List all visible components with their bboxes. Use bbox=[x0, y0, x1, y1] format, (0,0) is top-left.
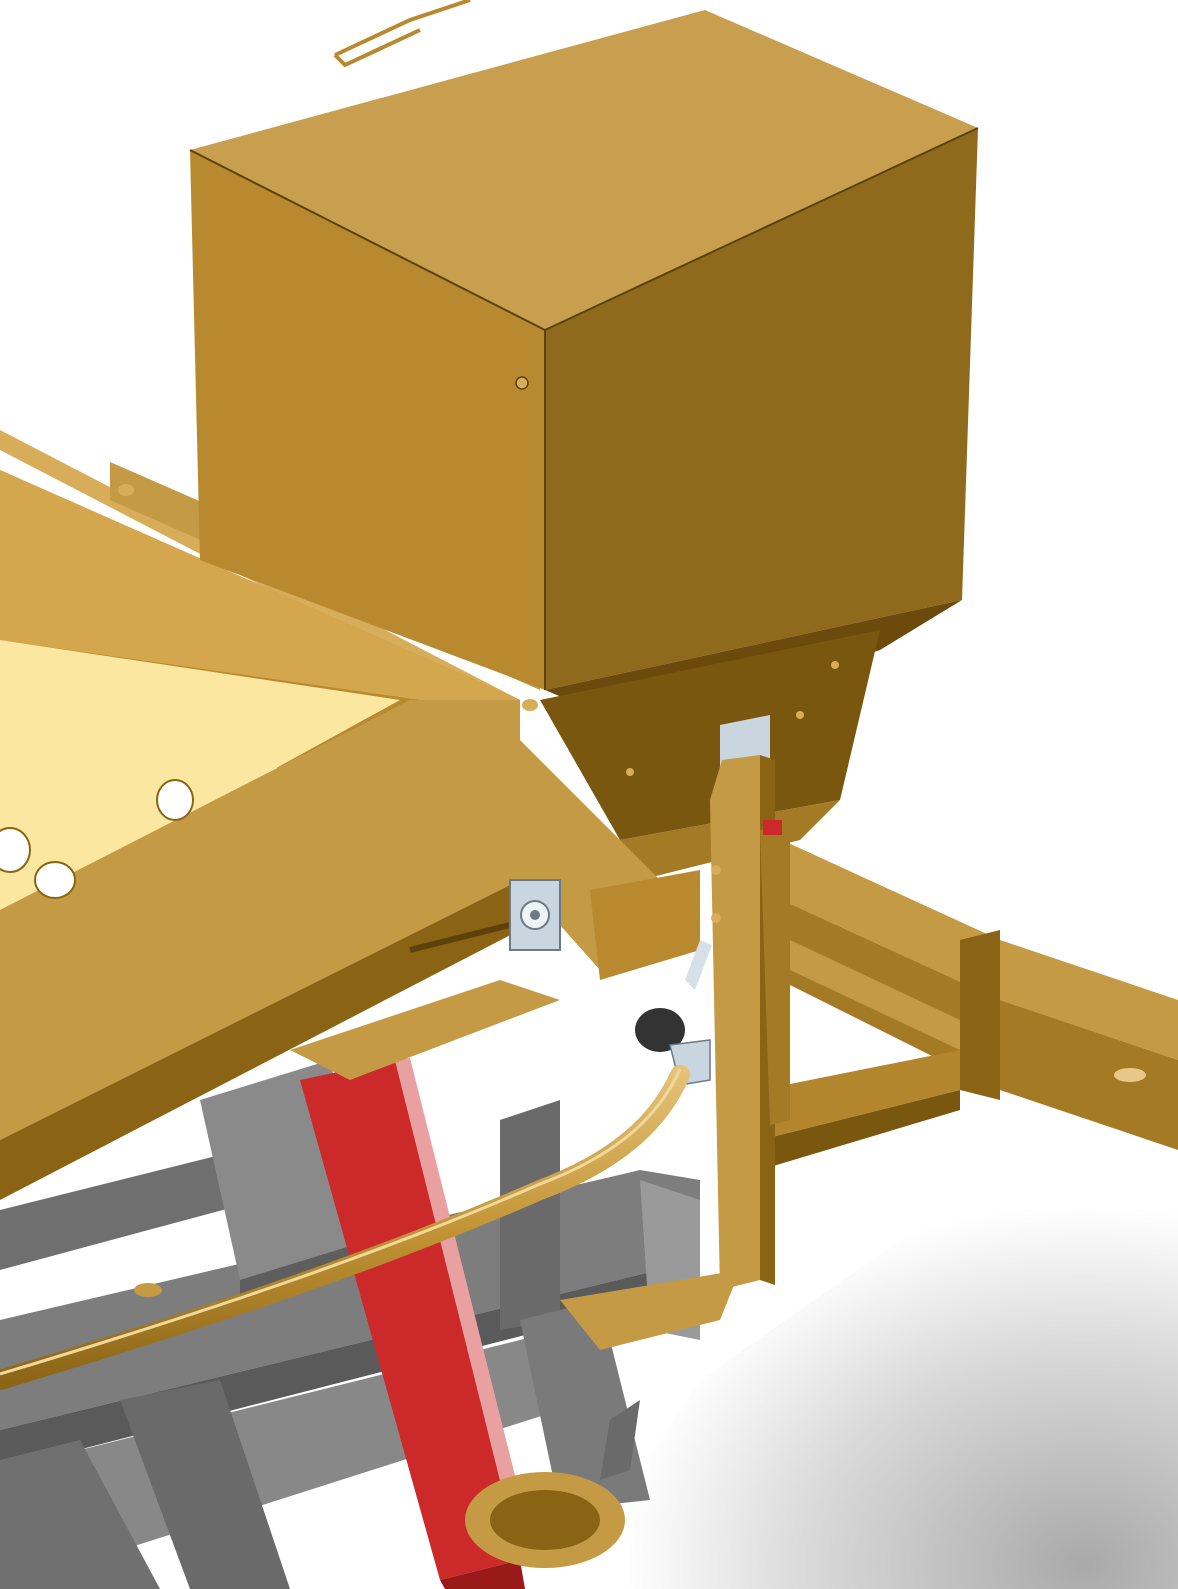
metering-box bbox=[520, 740, 700, 980]
delivery-hose-highlight bbox=[0, 1068, 682, 1376]
hopper-handle bbox=[333, 0, 471, 68]
tray-interior bbox=[0, 640, 400, 920]
seed-hopper bbox=[189, 10, 979, 880]
delivery-hose bbox=[0, 1065, 690, 1390]
frame-pin bbox=[118, 484, 134, 496]
frame-pin bbox=[134, 1283, 162, 1297]
metering-bearing bbox=[409, 879, 561, 953]
tray-frame bbox=[0, 430, 520, 1200]
side-arm bbox=[760, 830, 1178, 1170]
drive-belt bbox=[300, 1058, 535, 1589]
toolbar-frame bbox=[0, 1060, 700, 1589]
red-tab bbox=[763, 820, 782, 835]
frame-pin bbox=[522, 699, 538, 711]
press-wheel bbox=[465, 1400, 640, 1568]
ground-shadow bbox=[560, 1110, 1178, 1589]
mount-plate bbox=[290, 980, 560, 1080]
support-post bbox=[560, 715, 790, 1350]
